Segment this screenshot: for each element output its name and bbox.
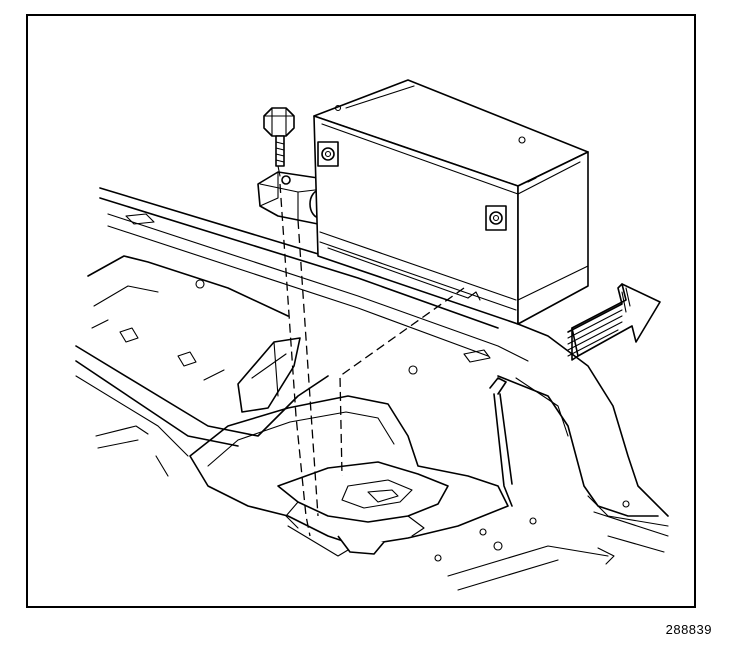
arrow-right-icon bbox=[567, 283, 661, 361]
battery bbox=[313, 79, 589, 325]
installation-guide-lines bbox=[279, 183, 465, 537]
bolt bbox=[263, 107, 295, 177]
figure-number: 288839 bbox=[665, 622, 712, 637]
battery-tray bbox=[189, 377, 513, 557]
battery-installation-diagram bbox=[75, 79, 669, 591]
vehicle-body-panel bbox=[75, 187, 669, 591]
illustration-frame bbox=[26, 14, 696, 608]
